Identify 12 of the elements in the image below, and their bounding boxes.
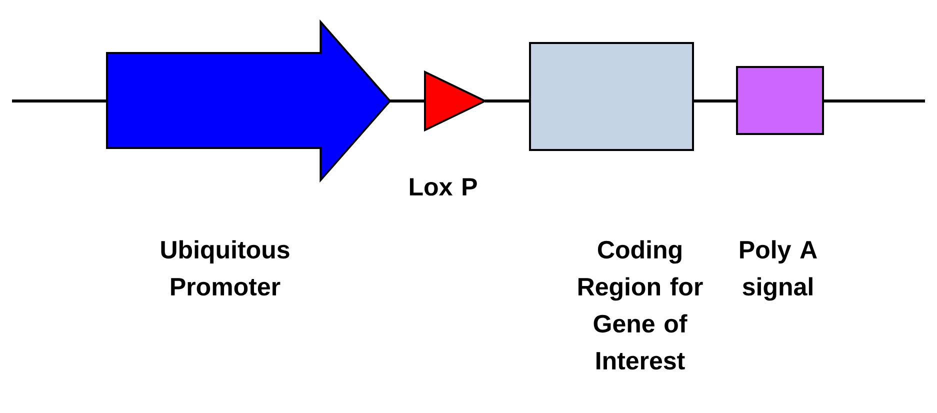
gene-element-label: Coding Region for Gene of Interest [578,240,703,370]
gene-element-label: Ubiquitous Promoter [161,240,290,296]
gene-element-label: Poly A signal [740,240,817,301]
backbone-line [823,100,925,102]
backbone-line [12,100,107,102]
backbone-line [390,100,425,102]
coding-region-box [529,42,694,151]
gene-element-label: Lox P [410,178,477,196]
promoter-arrow [106,19,392,183]
polya-box [736,66,824,135]
backbone-line [485,100,530,102]
backbone-line [693,100,737,102]
